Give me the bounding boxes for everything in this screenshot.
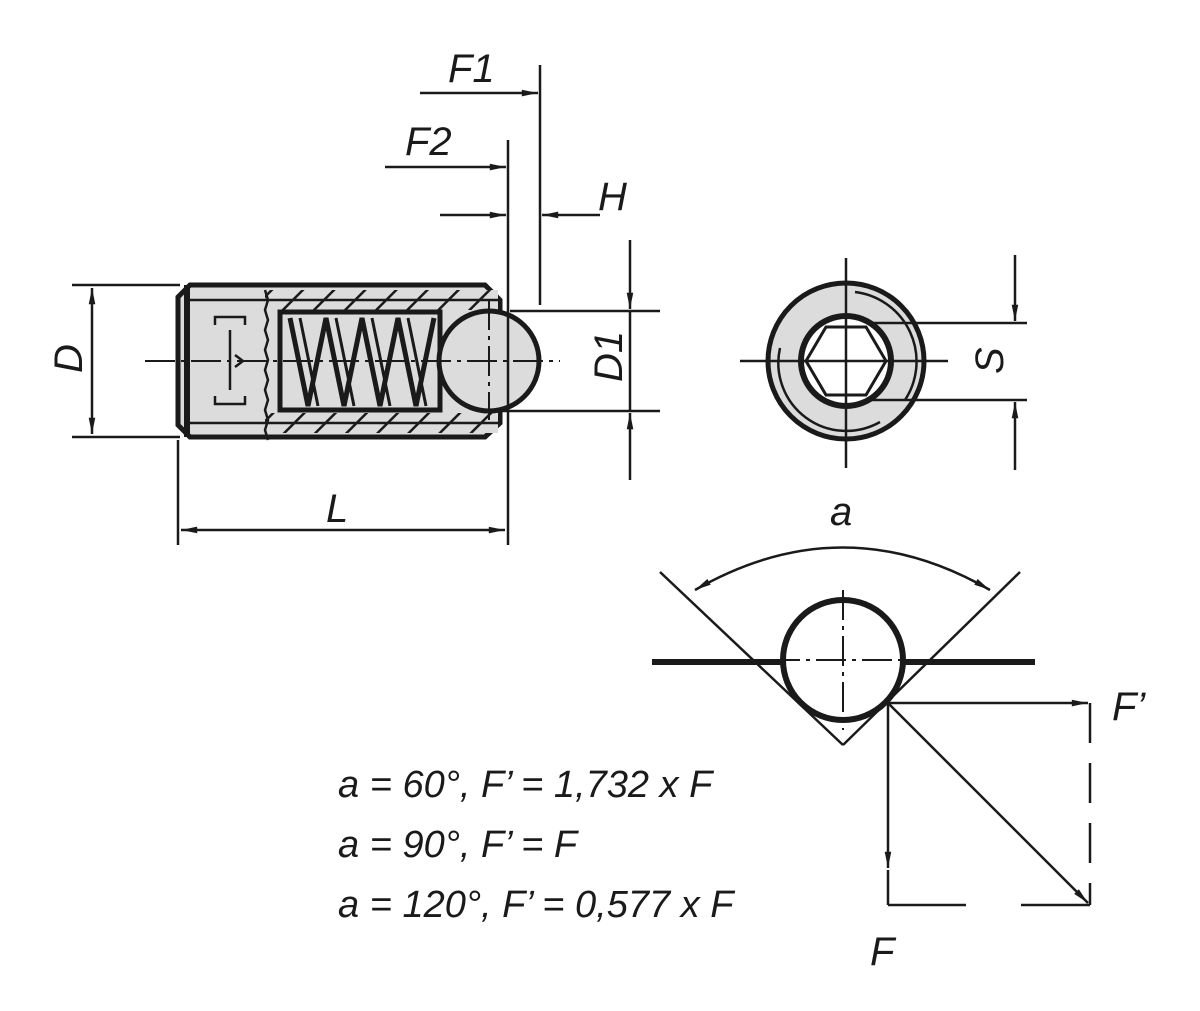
end-view xyxy=(740,255,1027,470)
label-l: L xyxy=(326,487,348,531)
dimensions-side xyxy=(72,65,660,545)
label-h: H xyxy=(598,175,627,219)
side-view xyxy=(145,282,560,441)
label-f-prime: F’ xyxy=(1112,685,1146,729)
hex-socket-symbol xyxy=(213,315,247,406)
label-f: F xyxy=(870,930,897,974)
formula-90: a = 90°, F’ = F xyxy=(338,824,579,866)
label-d1: D1 xyxy=(587,331,631,382)
label-f1: F1 xyxy=(448,47,495,91)
label-s: S xyxy=(968,347,1012,374)
formula-60: a = 60°, F’ = 1,732 x F xyxy=(338,764,714,806)
formula-120: a = 120°, F’ = 0,577 x F xyxy=(338,884,735,926)
label-f2: F2 xyxy=(405,120,452,164)
label-angle-a: a xyxy=(830,490,852,534)
force-diagram xyxy=(652,546,1092,907)
label-d: D xyxy=(47,344,91,373)
